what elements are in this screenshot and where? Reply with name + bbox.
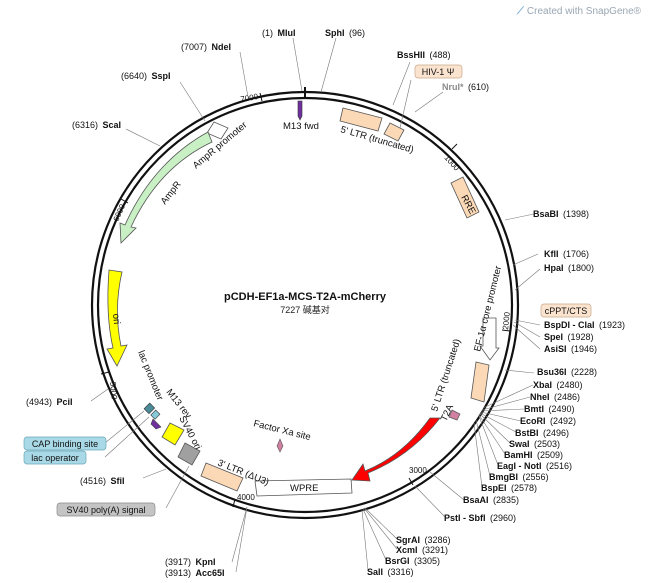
- restriction-sites: (1) MluI SphI (96) (7007) NdeI (6640) Ss…: [26, 23, 625, 580]
- tick-marks: [100, 92, 511, 508]
- label-m13rev: M13 rev: [164, 387, 194, 421]
- ltr3-feature[interactable]: [200, 462, 244, 492]
- rre-feature[interactable]: [450, 176, 480, 219]
- site-bspdi-clai[interactable]: BspDI - ClaI (1923): [544, 315, 625, 332]
- snapgene-watermark: ⟋Created with SnapGene®: [517, 6, 641, 17]
- tick-3000: 3000: [409, 466, 427, 475]
- ltr5b-feature[interactable]: [470, 361, 490, 403]
- site-bmti[interactable]: BmtI (2490): [524, 399, 574, 416]
- label-ori: ori: [110, 313, 122, 325]
- site-asisi[interactable]: AsiSI (1946): [544, 339, 597, 356]
- m13-fwd-arrow[interactable]: [297, 100, 303, 121]
- watermark-text: Created with SnapGene®: [526, 6, 641, 17]
- label-wpre: WPRE: [290, 483, 319, 494]
- boxed-labels: HIV-1 Ψ cPPT/CTS CAP binding site lac op…: [23, 64, 592, 517]
- factorxa-feature[interactable]: [276, 438, 284, 453]
- ampr-arrow[interactable]: [119, 131, 213, 244]
- sv40-ori-feature[interactable]: [161, 422, 185, 446]
- label-ampr: AmpR: [159, 179, 184, 207]
- ltr5-feature[interactable]: [339, 107, 383, 132]
- box-lac-operator[interactable]: lac operator: [23, 450, 87, 465]
- site-bsrgi[interactable]: BsrGI (3305): [385, 551, 440, 568]
- cap-site-mark[interactable]: [143, 402, 156, 415]
- lac-operator-mark[interactable]: [150, 409, 161, 420]
- site-scai[interactable]: (6316) ScaI: [72, 115, 121, 132]
- m13-rev-arrow[interactable]: [150, 418, 162, 430]
- hiv1-psi-feature[interactable]: [383, 122, 405, 142]
- site-swai[interactable]: SwaI (2503): [509, 434, 560, 451]
- t2a-feature[interactable]: [448, 409, 461, 421]
- site-leaders: [90, 37, 541, 573]
- site-bsaai[interactable]: BsaAI (2835): [463, 490, 519, 507]
- wpre-feature[interactable]: [254, 478, 353, 497]
- ori-arrow[interactable]: [106, 269, 128, 367]
- site-bsu36i[interactable]: Bsu36I (2228): [537, 362, 597, 379]
- site-bsabi[interactable]: BsaBI (1398): [533, 204, 589, 221]
- box-hiv1-psi[interactable]: HIV-1 Ψ: [414, 64, 463, 79]
- sv40-polya-feature[interactable]: [177, 442, 201, 466]
- ampr-promoter-arrow[interactable]: [206, 121, 229, 140]
- site-kfli[interactable]: KflI (1706): [544, 244, 589, 261]
- site-xcmi[interactable]: XcmI (3291): [396, 540, 448, 557]
- plasmid-name: pCDH-EF1a-MCS-T2A-mCherry: [224, 291, 387, 303]
- label-lacprom: lac promoter: [135, 349, 165, 402]
- svg-text:cPPT/CTS: cPPT/CTS: [545, 306, 588, 316]
- tick-6000: 6000: [112, 202, 128, 222]
- site-bmgbi[interactable]: BmgBI (2556): [489, 467, 548, 484]
- site-bsshii[interactable]: BssHII (488): [397, 45, 450, 62]
- site-bstbi[interactable]: BstBI (2496): [515, 423, 569, 440]
- site-bamhi[interactable]: BamHI (2509): [504, 445, 563, 462]
- site-mlui[interactable]: (1) MluI: [262, 23, 295, 40]
- site-psti-sbfi[interactable]: PstI - SbfI (2960): [444, 508, 516, 525]
- site-spei[interactable]: SpeI (1928): [544, 327, 593, 344]
- svg-text:HIV-1 Ψ: HIV-1 Ψ: [422, 67, 455, 77]
- svg-text:SV40 poly(A) signal: SV40 poly(A) signal: [66, 505, 145, 515]
- site-hpai[interactable]: HpaI (1800): [544, 258, 594, 275]
- svg-text:CAP binding site: CAP binding site: [32, 439, 98, 449]
- box-sv40-polya[interactable]: SV40 poly(A) signal: [56, 502, 156, 517]
- ef1a-arrow[interactable]: [479, 317, 500, 361]
- site-pcii[interactable]: (4943) PciI: [26, 392, 72, 409]
- tick-5000: 5000: [108, 381, 119, 400]
- plasmid-size: 7227 碱基对: [280, 304, 330, 315]
- label-ltr5b: 5' LTR (truncated): [429, 338, 463, 413]
- svg-text:lac operator: lac operator: [31, 453, 79, 463]
- site-bspei[interactable]: BspEI (2578): [481, 478, 537, 495]
- site-sgrai[interactable]: SgrAI (3286): [396, 530, 450, 547]
- tick-4000: 4000: [237, 493, 255, 502]
- site-sphi[interactable]: SphI (96): [325, 23, 365, 40]
- snapgene-logo-icon: ⟋: [516, 6, 524, 17]
- box-cap-binding-site[interactable]: CAP binding site: [23, 436, 107, 451]
- tick-7000: 7000: [240, 92, 260, 104]
- box-cppt-cts[interactable]: cPPT/CTS: [540, 303, 592, 318]
- site-xbai[interactable]: XbaI (2480): [533, 375, 582, 392]
- label-m13fwd: M13 fwd: [283, 121, 319, 132]
- features: [106, 100, 500, 497]
- site-ndei[interactable]: (7007) NdeI: [181, 37, 231, 54]
- site-sfii[interactable]: (4516) SfiI: [80, 471, 124, 488]
- site-kpni[interactable]: (3917) KpnI: [165, 552, 215, 569]
- site-sspi[interactable]: (6640) SspI: [121, 66, 170, 83]
- site-eagi-noti[interactable]: EagI - NotI (2516): [497, 456, 572, 473]
- site-ecori[interactable]: EcoRI (2492): [520, 411, 576, 428]
- site-sali[interactable]: SalI (3316): [367, 562, 413, 579]
- backbone: [90, 87, 520, 520]
- tick-2000: 2000: [501, 311, 512, 330]
- site-acc65i[interactable]: (3913) Acc65I: [165, 563, 225, 580]
- site-nrui[interactable]: NruI* (610): [442, 77, 489, 94]
- mcherry-arrow[interactable]: [351, 417, 441, 482]
- label-factorxa: Factor Xa site: [252, 418, 312, 443]
- site-nhei[interactable]: NheI (2486): [530, 387, 580, 404]
